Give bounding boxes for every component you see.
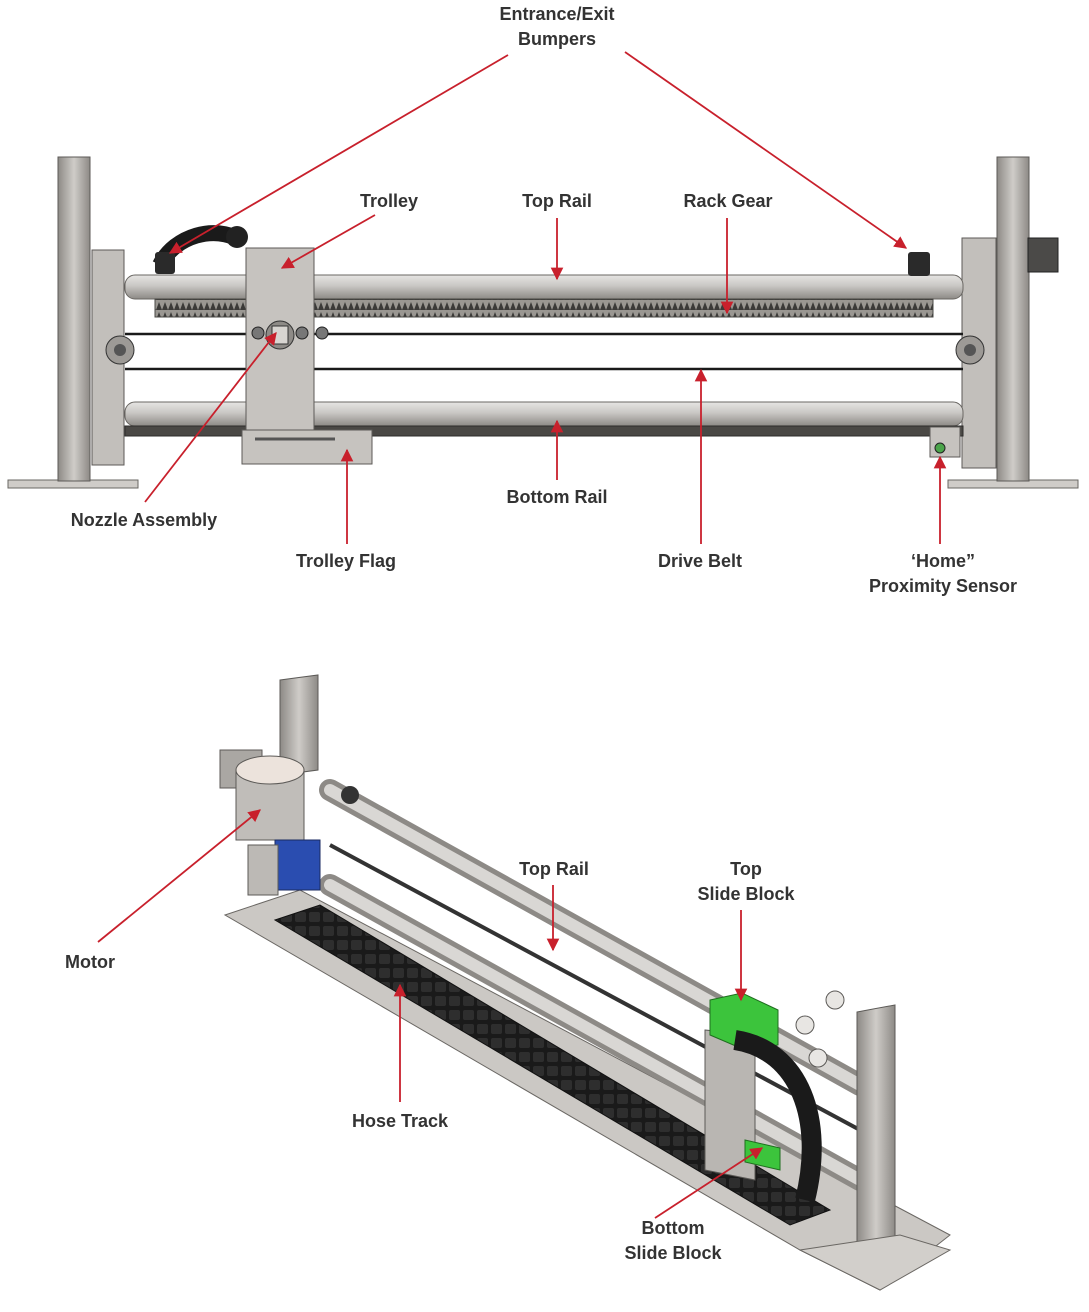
iso-top-rail-label: Top Rail	[519, 859, 589, 879]
front-view	[7, 156, 1079, 489]
home-sensor-label-line2: Proximity Sensor	[868, 576, 1018, 596]
trolley-flag-label: Trolley Flag	[295, 551, 397, 571]
hose-track-label: Hose Track	[351, 1111, 449, 1131]
drive-belt-label: Drive Belt	[657, 551, 743, 571]
front-callouts	[144, 51, 947, 544]
top-slide-block-label: Top Slide Block	[697, 857, 794, 907]
bottom-slide-block-label: Bottom Slide Block	[624, 1216, 721, 1266]
home-sensor-label: ‘Home” Proximity Sensor	[869, 549, 1017, 599]
motor-label: Motor	[65, 952, 115, 972]
home-sensor-label-line1: ‘Home”	[910, 551, 975, 571]
iso-callouts	[97, 809, 764, 1219]
top-rail-label: Top Rail	[522, 191, 592, 211]
bumpers-label-line1: Entrance/Exit	[499, 4, 615, 24]
bumpers-label-line2: Bumpers	[517, 29, 597, 49]
top-slide-block-label-line2: Slide Block	[697, 884, 795, 904]
bottom-rail-label: Bottom Rail	[506, 487, 608, 507]
iso-view	[219, 674, 952, 1291]
trolley-label: Trolley	[359, 191, 419, 211]
bottom-slide-block-label-line1: Bottom	[641, 1218, 705, 1238]
bumpers-label: Entrance/Exit Bumpers	[499, 2, 614, 52]
rack-gear-label: Rack Gear	[683, 191, 773, 211]
top-slide-block-label-line1: Top	[730, 859, 762, 879]
bottom-slide-block-label-line2: Slide Block	[624, 1243, 722, 1263]
nozzle-assembly-label: Nozzle Assembly	[70, 510, 218, 530]
